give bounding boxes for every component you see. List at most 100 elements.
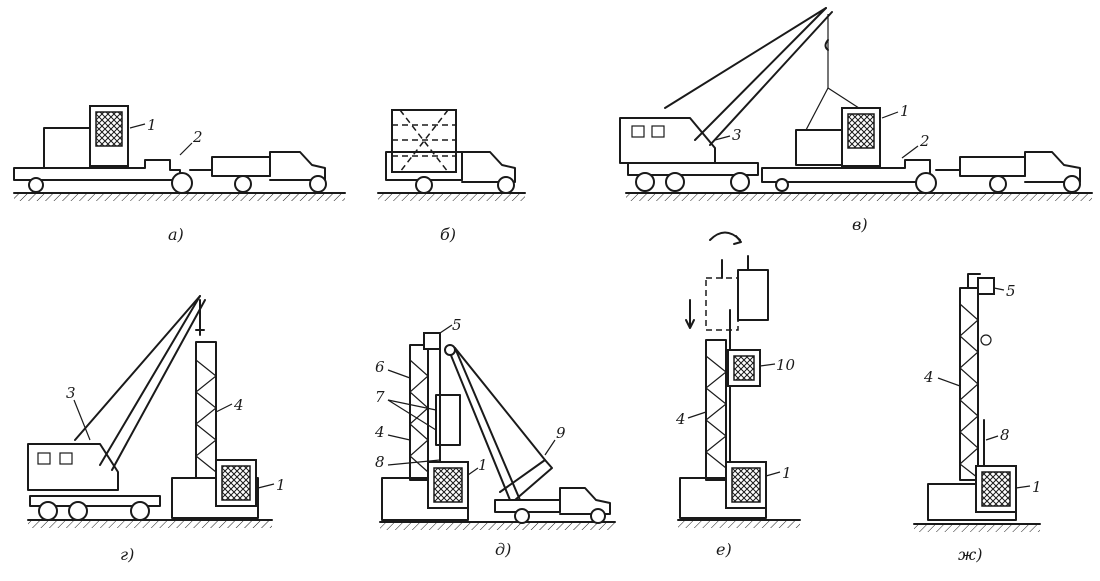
ground-hatch [378, 194, 525, 201]
hook [824, 39, 829, 51]
arrow-head [685, 319, 695, 329]
crane-boom [694, 7, 827, 141]
leader-line [215, 403, 233, 413]
panel-b: б) [377, 109, 526, 244]
truck-wheel [497, 176, 515, 194]
pulley [444, 344, 456, 356]
leader-line [937, 377, 961, 387]
winch-5 [977, 277, 995, 295]
hook [195, 299, 205, 336]
truck-body [211, 156, 271, 177]
trailer-wheel [28, 177, 44, 193]
leader-line [179, 142, 193, 156]
crane-rope [454, 347, 546, 461]
label-3: 3 [732, 126, 742, 144]
label-4: 4 [923, 368, 934, 386]
truck-wheel [234, 175, 252, 193]
sling [827, 87, 863, 111]
section-dashed [705, 277, 739, 331]
section-grid [733, 355, 755, 381]
machine-body [43, 127, 91, 169]
panel-e: 10 4 1 е) [675, 231, 801, 559]
leader-line [901, 145, 919, 159]
crane-window [651, 125, 665, 138]
label-6: 6 [375, 358, 385, 376]
dashed-line [399, 109, 449, 173]
ground-hatch [380, 523, 615, 530]
cabin-window [95, 111, 123, 147]
leader-line [1015, 485, 1031, 489]
mast-section [737, 269, 769, 321]
ground-hatch [678, 521, 800, 528]
ground-hatch [14, 194, 345, 201]
bracket-knob [980, 334, 992, 346]
crane-cab [27, 443, 119, 491]
truck-wheel [1063, 175, 1081, 193]
crane-wheel [635, 172, 655, 192]
truck-wheel [309, 175, 327, 193]
crane-chassis [627, 162, 759, 176]
panel-a: 1 2 а) [13, 105, 346, 244]
crane-window [59, 452, 73, 465]
arrow-head [733, 235, 742, 245]
leader-line [129, 123, 146, 129]
label-4: 4 [374, 423, 385, 441]
leader-line [765, 471, 781, 477]
caption-zh: ж) [958, 545, 982, 564]
label-8: 8 [375, 453, 385, 471]
machine-body [795, 129, 843, 166]
crane-boom [111, 299, 206, 471]
crane-chassis [29, 495, 161, 507]
label-1: 1 [478, 456, 488, 474]
trailer-wheel [171, 172, 193, 194]
leader-line [544, 439, 556, 456]
crane-wheel [665, 172, 685, 192]
trailer-platform [13, 159, 181, 181]
mast-4 [409, 344, 429, 481]
panel-d: 5 6 7 4 8 1 9 д) [374, 316, 616, 559]
caption-g: г) [120, 545, 134, 564]
panel-v: 1 2 3 в) [619, 7, 1093, 234]
leader-line [387, 459, 441, 466]
mast-section-7 [435, 394, 461, 446]
crane-cab [619, 117, 716, 164]
crane-boom [99, 295, 201, 466]
caption-d: д) [495, 540, 511, 559]
label-1: 1 [147, 116, 157, 134]
crane-boom [447, 347, 511, 501]
leader-line [467, 467, 479, 476]
cabin-window [847, 113, 875, 149]
truck-cab [559, 487, 611, 515]
truck-wheel [514, 508, 530, 524]
cabin-window [981, 471, 1011, 507]
leader-line [257, 483, 275, 489]
label-7: 7 [375, 388, 385, 406]
crane-rope [664, 7, 827, 109]
ground-hatch [626, 194, 1092, 201]
panel-g: 3 4 1 г) [27, 295, 286, 564]
crane-boom [454, 347, 521, 501]
label-1: 1 [1032, 478, 1042, 496]
dashed-line [399, 109, 449, 173]
label-2: 2 [919, 132, 930, 150]
cabin-window [433, 467, 463, 503]
label-1: 1 [900, 102, 910, 120]
label-8: 8 [1000, 426, 1010, 444]
leader-line [439, 324, 453, 334]
crane-wheel [68, 501, 88, 521]
label-10: 10 [776, 356, 796, 374]
crane-wheel [130, 501, 150, 521]
trailer-platform [761, 159, 931, 183]
leader-line [993, 287, 1005, 291]
truck-wheel [989, 175, 1007, 193]
crane-9-frame [499, 459, 553, 501]
ground-hatch [914, 525, 1040, 532]
leader-line [387, 369, 411, 379]
top-bracket [967, 273, 981, 289]
crane-window [631, 125, 645, 138]
cabin-window [731, 467, 761, 503]
caption-a: а) [168, 225, 184, 244]
crane-rope [74, 295, 201, 441]
mast-lattice [959, 303, 979, 479]
